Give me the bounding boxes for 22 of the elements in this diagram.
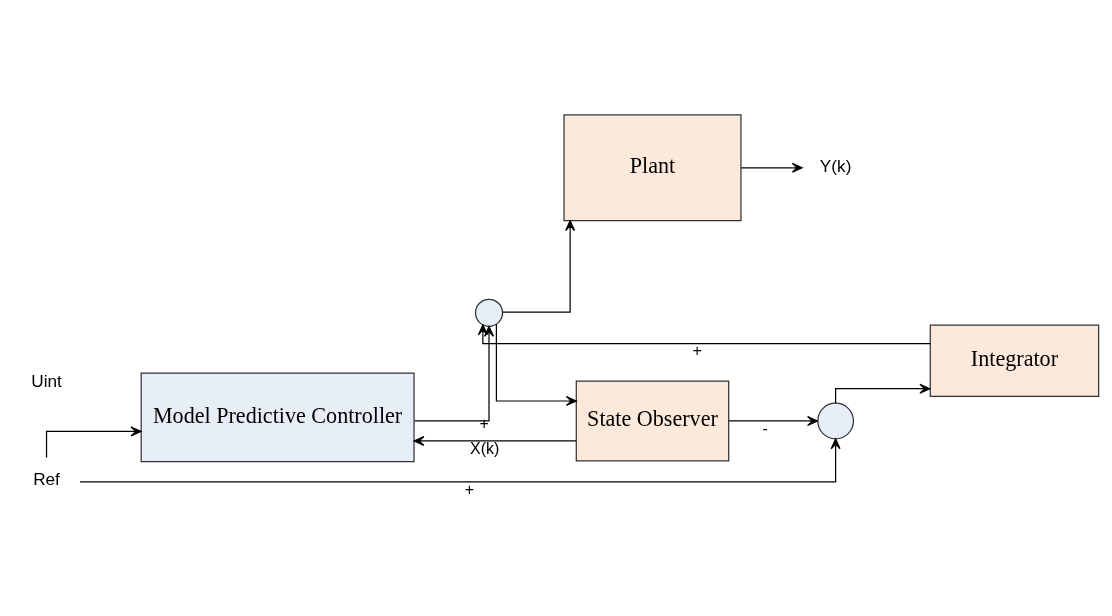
edge-label: X(k) xyxy=(470,439,500,457)
node-box: State Observer xyxy=(575,379,730,462)
arrow xyxy=(79,437,841,482)
node-circle xyxy=(474,298,504,327)
node-box: Integrator xyxy=(929,323,1100,397)
arrow xyxy=(728,415,819,426)
node-text: Ref xyxy=(33,468,60,489)
node-text: Y(k) xyxy=(819,155,852,176)
label: Uint xyxy=(31,370,62,391)
node-circle xyxy=(817,402,855,439)
arrow xyxy=(502,219,576,313)
edge-label: - xyxy=(762,419,768,437)
edge-label: + xyxy=(464,480,475,498)
arrow xyxy=(740,162,803,173)
node-box: Plant xyxy=(563,113,742,221)
arrow xyxy=(477,323,931,344)
arrow xyxy=(495,323,577,406)
edge-label: + xyxy=(692,341,702,359)
node-box: Model Predictive Controller xyxy=(140,371,415,462)
arrow xyxy=(413,325,495,422)
arrow xyxy=(45,425,142,458)
arrow xyxy=(413,435,577,446)
